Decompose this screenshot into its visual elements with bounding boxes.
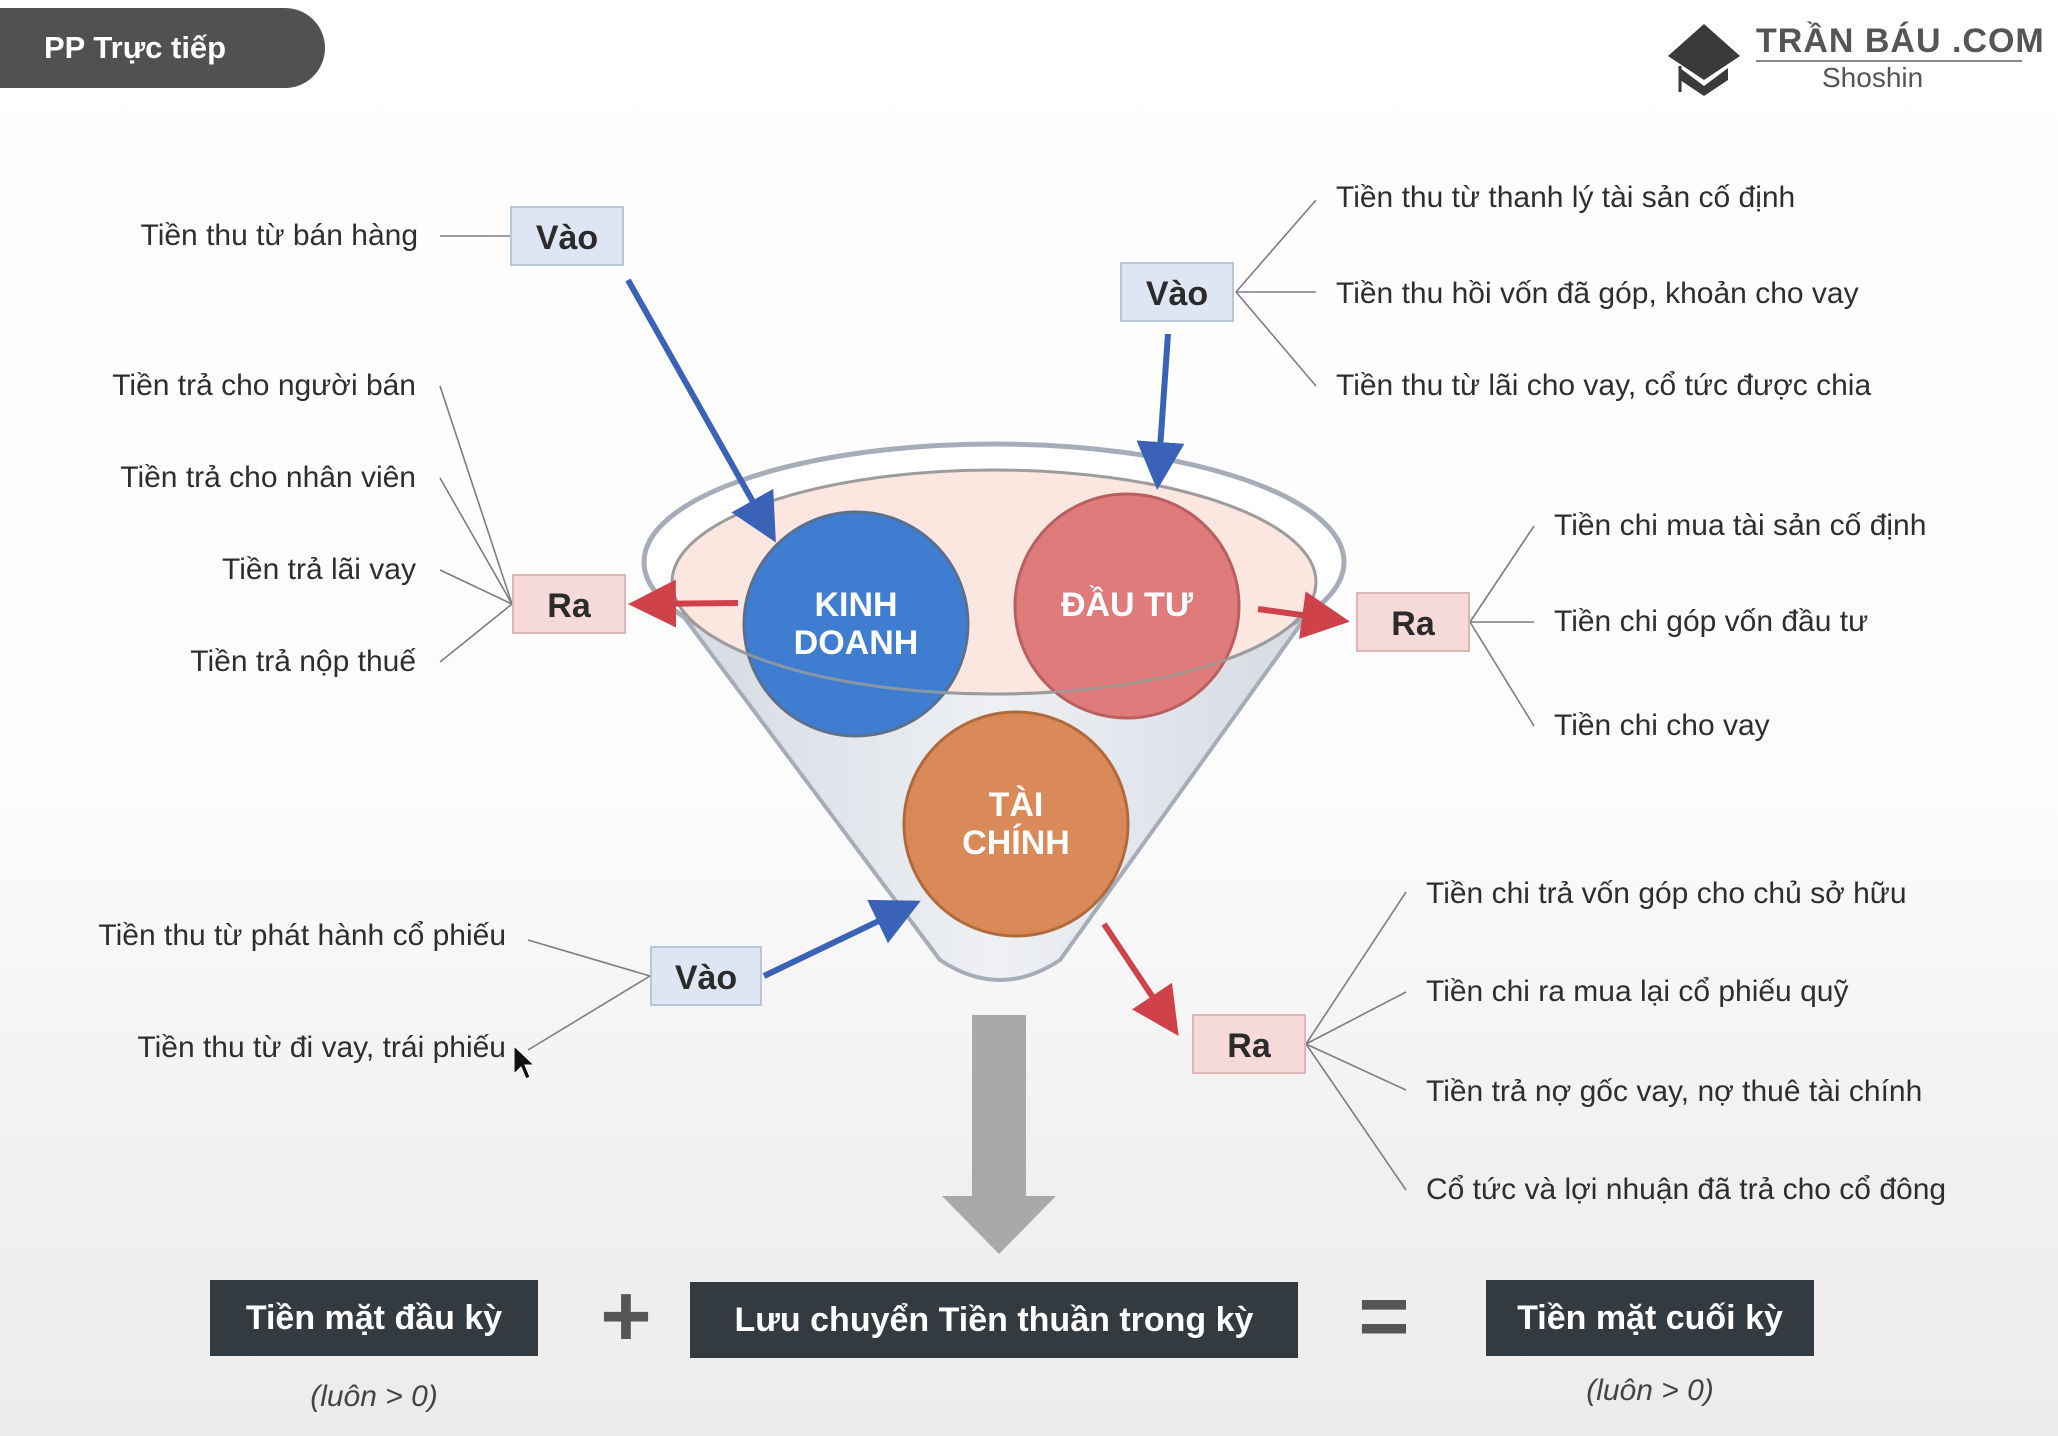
connector-lines bbox=[439, 199, 1535, 1191]
investing-in-item: Tiền thu từ lãi cho vay, cổ tức được chi… bbox=[1336, 369, 1872, 402]
opening-cash-box: Tiền mặt đầu kỳ bbox=[210, 1280, 538, 1356]
investing-in-box: Vào bbox=[1120, 262, 1234, 322]
arrow-in-tai-chinh bbox=[762, 899, 921, 979]
net-cash-flow-box: Lưu chuyển Tiền thuần trong kỳ bbox=[690, 1282, 1298, 1358]
circle-tai-chinh bbox=[902, 710, 1130, 938]
mouse-cursor-icon bbox=[513, 1044, 536, 1080]
arrow-out-tai-chinh bbox=[1101, 922, 1179, 1036]
logo-subtitle: Shoshin bbox=[1822, 62, 1924, 93]
logo-underline bbox=[1756, 60, 2022, 62]
circle-kinh-doanh bbox=[742, 510, 970, 738]
investing-out-item: Tiền chi góp vốn đầu tư bbox=[1554, 605, 1869, 638]
financing-out-item: Tiền chi trả vốn góp cho chủ sở hữu bbox=[1426, 877, 1907, 910]
financing-out-box: Ra bbox=[1192, 1014, 1306, 1074]
opening-cash-note: (luôn > 0) bbox=[310, 1380, 438, 1413]
financing-in-item: Tiền thu từ phát hành cổ phiếu bbox=[98, 919, 506, 952]
dau-tu-label: ĐẦU TƯ bbox=[1060, 586, 1194, 624]
investing-out-item: Tiền chi mua tài sản cố định bbox=[1554, 509, 1927, 542]
closing-cash-note: (luôn > 0) bbox=[1586, 1374, 1714, 1407]
equals-sign: = bbox=[1358, 1266, 1410, 1365]
tai-chinh-label: TÀI CHÍNH bbox=[962, 786, 1070, 862]
operating-out-item: Tiền trả cho người bán bbox=[112, 369, 416, 402]
financing-out-item: Tiền chi ra mua lại cổ phiếu quỹ bbox=[1426, 975, 1849, 1008]
financing-in-item: Tiền thu từ đi vay, trái phiếu bbox=[137, 1031, 506, 1064]
operating-out-item: Tiền trả cho nhân viên bbox=[120, 461, 416, 494]
big-down-arrow bbox=[942, 1015, 1056, 1254]
financing-in-box: Vào bbox=[650, 946, 762, 1006]
arrow-in-kinh-doanh bbox=[625, 278, 776, 543]
kinh-doanh-label: KINH DOANH bbox=[793, 586, 919, 662]
arrow-out-kinh-doanh bbox=[628, 579, 739, 628]
graduation-cap-icon bbox=[1668, 24, 1740, 96]
arrow-in-dau-tu bbox=[1136, 333, 1185, 490]
operating-in-item: Tiền thu từ bán hàng bbox=[140, 219, 419, 252]
investing-in-item: Tiền thu hồi vốn đã góp, khoản cho vay bbox=[1336, 277, 1859, 310]
logo-title: TRẦN BÁU .COM bbox=[1756, 22, 2045, 60]
operating-in-box: Vào bbox=[510, 206, 624, 266]
method-tag: PP Trực tiếp bbox=[0, 8, 325, 88]
closing-cash-box: Tiền mặt cuối kỳ bbox=[1486, 1280, 1814, 1356]
circle-dau-tu bbox=[1013, 492, 1241, 720]
operating-out-item: Tiền trả lãi vay bbox=[222, 553, 416, 586]
financing-out-item: Tiền trả nợ gốc vay, nợ thuê tài chính bbox=[1426, 1075, 1923, 1108]
plus-sign: + bbox=[600, 1266, 652, 1365]
operating-out-box: Ra bbox=[512, 574, 626, 634]
operating-out-item: Tiền trả nộp thuế bbox=[190, 645, 416, 678]
investing-out-box: Ra bbox=[1356, 592, 1470, 652]
investing-in-item: Tiền thu từ thanh lý tài sản cố định bbox=[1336, 181, 1796, 214]
investing-out-item: Tiền chi cho vay bbox=[1554, 709, 1770, 742]
financing-out-item: Cổ tức và lợi nhuận đã trả cho cổ đông bbox=[1426, 1173, 1947, 1206]
arrow-out-dau-tu bbox=[1257, 591, 1350, 639]
